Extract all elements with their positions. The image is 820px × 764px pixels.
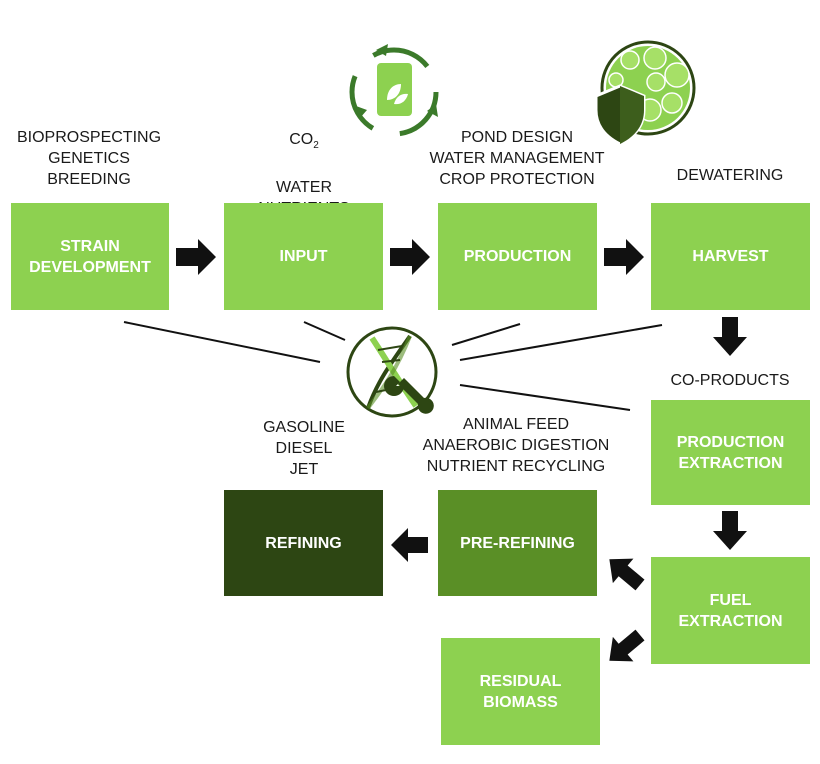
arrow-down-2 xyxy=(713,511,747,550)
arrow-down-left xyxy=(609,629,645,662)
input-box: INPUT xyxy=(224,203,383,310)
residual-biomass-box: RESIDUAL BIOMASS xyxy=(441,638,600,745)
production-inputs-label: POND DESIGN WATER MANAGEMENT CROP PROTEC… xyxy=(429,129,605,188)
refining-box: REFINING xyxy=(224,490,383,596)
strain-development-box: STRAIN DEVELOPMENT xyxy=(11,203,169,310)
pre-refining-box: PRE-REFINING xyxy=(438,490,597,596)
dna-wrench-icon xyxy=(346,326,438,418)
arrow-right-1 xyxy=(176,239,216,275)
arrow-right-3 xyxy=(604,239,644,275)
harvest-inputs-label: DEWATERING xyxy=(676,167,784,184)
strain-inputs-label: BIOPROSPECTING GENETICS BREEDING xyxy=(16,129,162,188)
production-extraction-box: PRODUCTION EXTRACTION xyxy=(651,400,810,505)
prerefining-outputs-label: ANIMAL FEED ANAEROBIC DIGESTION NUTRIENT… xyxy=(422,416,610,475)
co2-label: CO2 xyxy=(289,131,319,152)
harvest-box: HARVEST xyxy=(651,203,810,310)
arrow-up-left xyxy=(609,558,645,591)
refining-outputs-label: GASOLINE DIESEL JET xyxy=(263,419,345,478)
extraction-inputs-label: CO-PRODUCTS xyxy=(670,372,790,389)
arrow-right-2 xyxy=(390,239,430,275)
production-box: PRODUCTION xyxy=(438,203,597,310)
arrow-left xyxy=(391,528,428,562)
recycle-bag-icon xyxy=(349,44,439,137)
arrow-down-1 xyxy=(713,317,747,356)
fuel-extraction-box: FUEL EXTRACTION xyxy=(651,557,810,664)
shield-cells-icon xyxy=(594,40,696,146)
connector-lines xyxy=(123,321,663,411)
